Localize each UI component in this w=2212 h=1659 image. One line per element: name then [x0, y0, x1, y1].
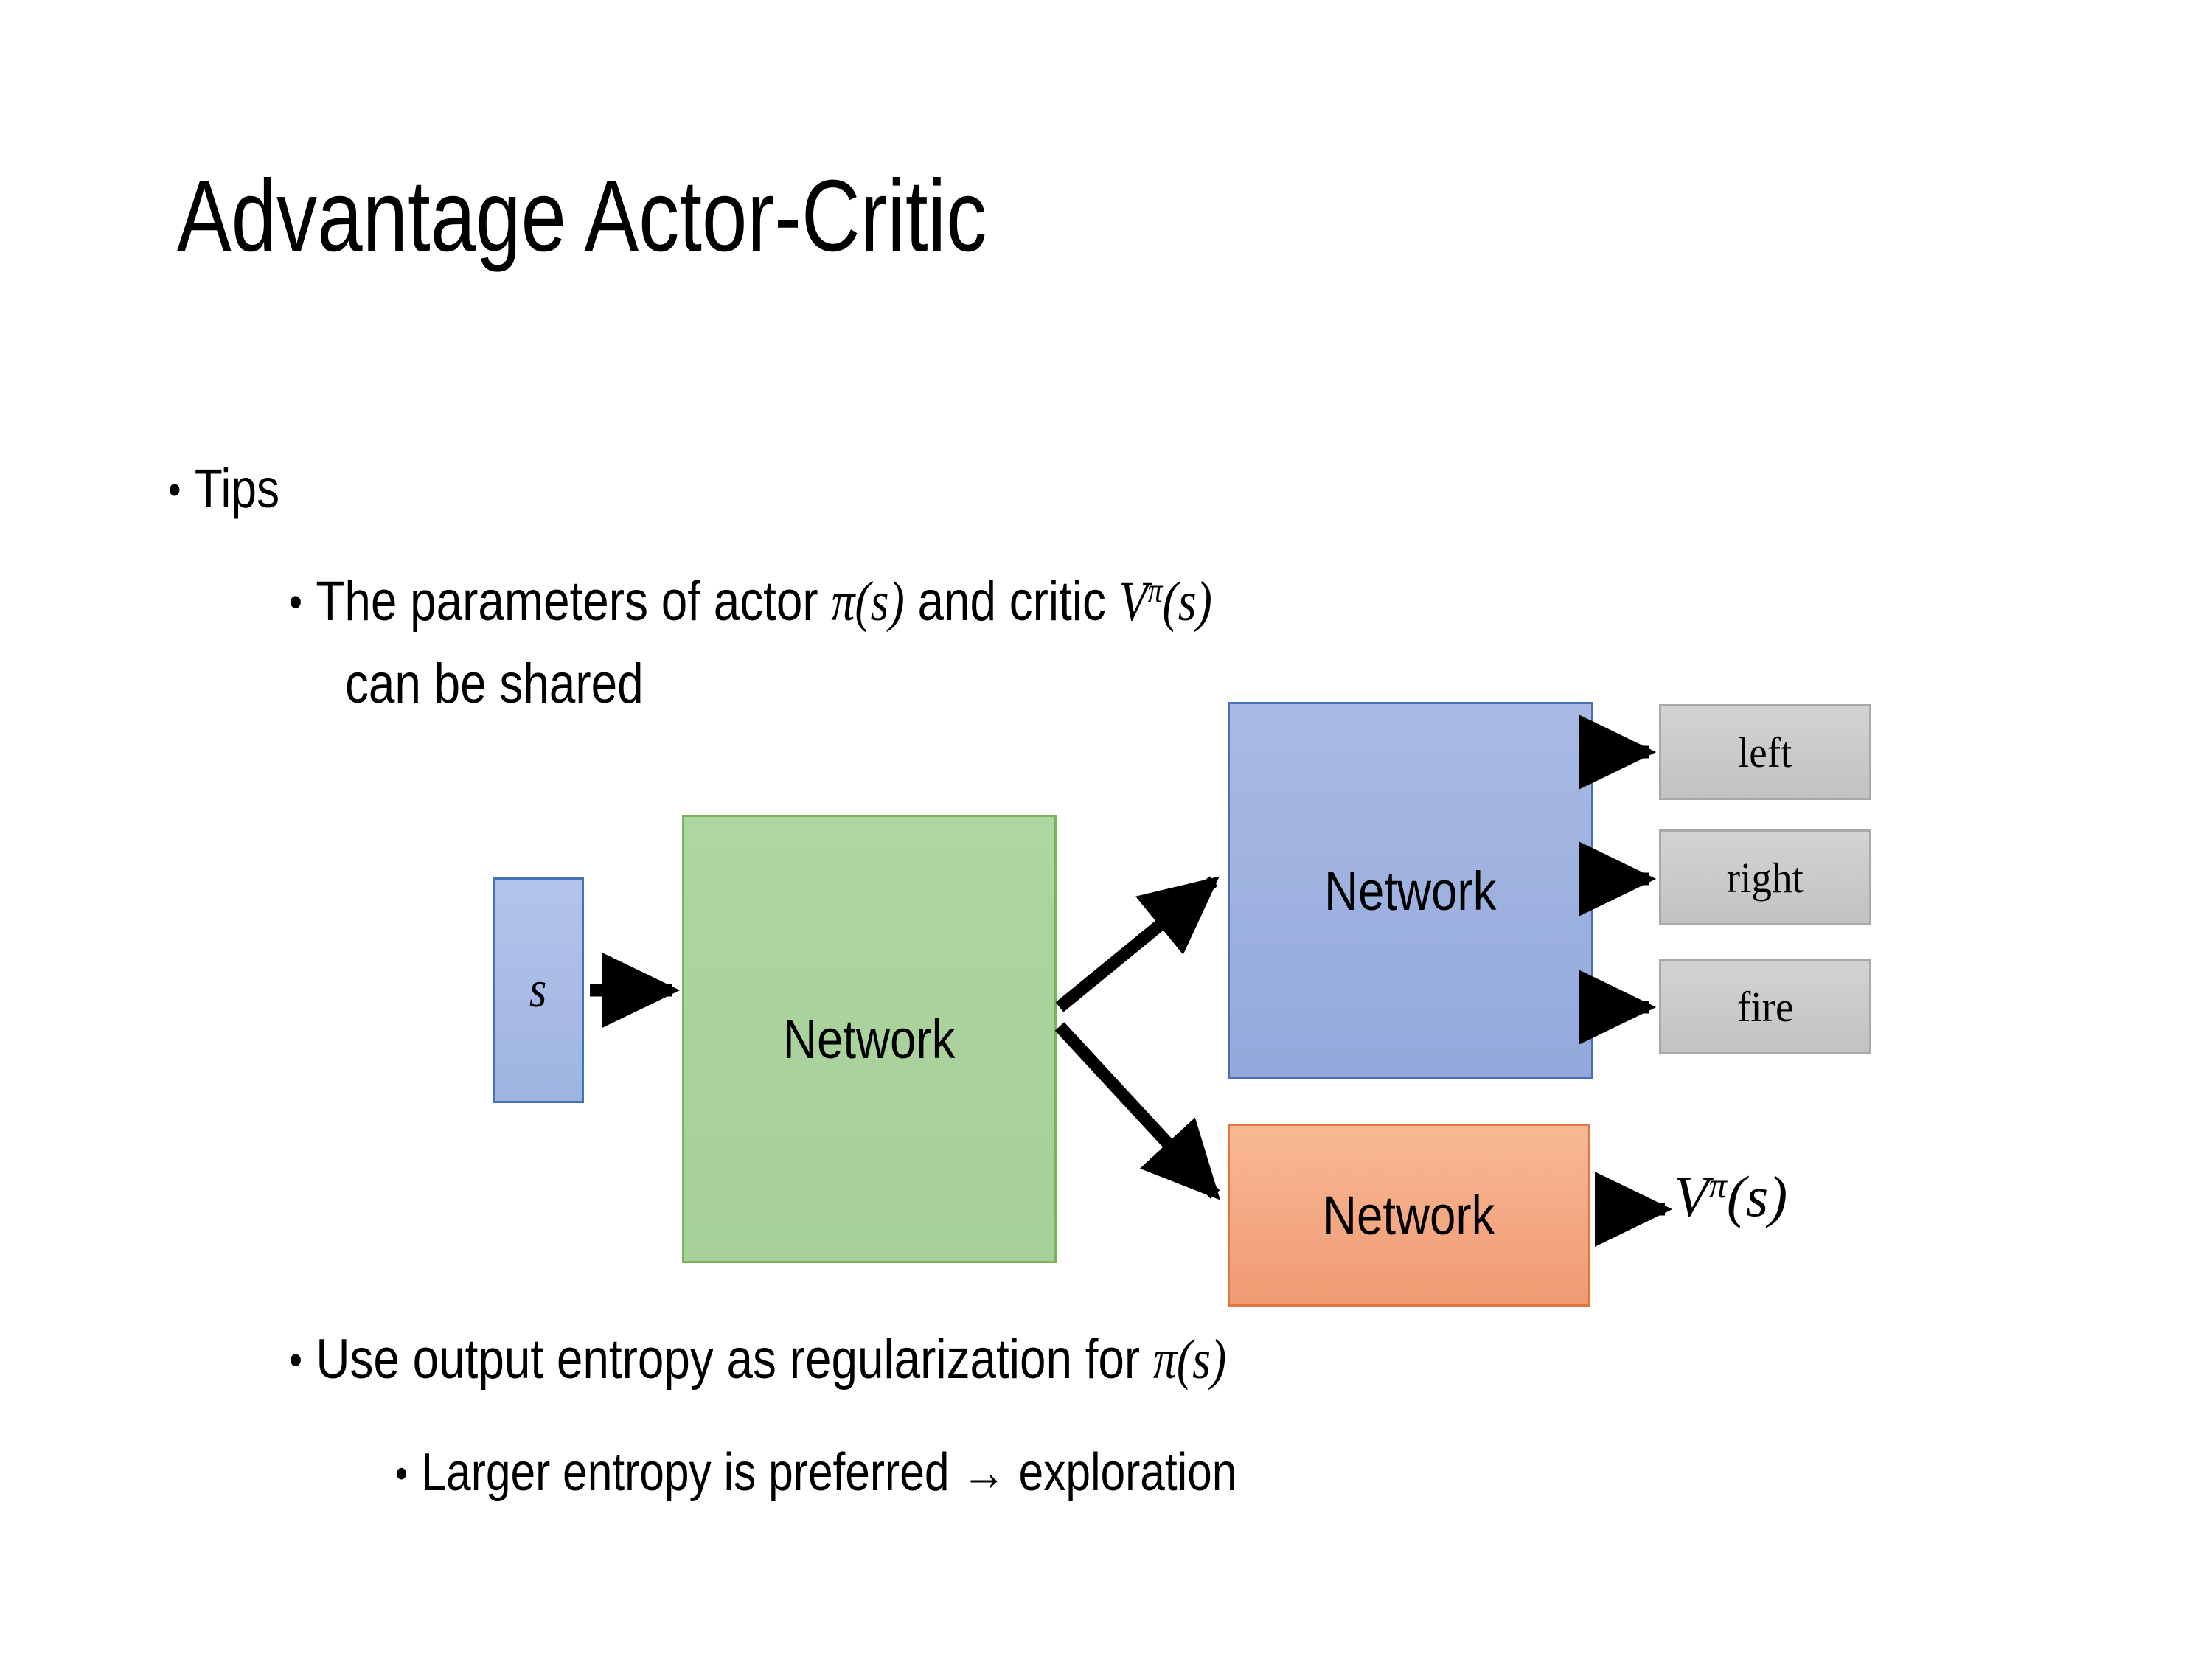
value-output-v: V [1674, 1164, 1709, 1228]
math-actor-pi-s: π(s) [831, 571, 905, 633]
actor-network-label: Network [1324, 860, 1497, 922]
bullet-entropy-prefix: Use output entropy as regularization for [316, 1328, 1153, 1391]
bullet-marker [289, 1328, 316, 1391]
bullet-shared-parameters-middle: and critic [904, 570, 1119, 633]
math-critic-v: V [1119, 571, 1148, 633]
arrow-shared-to-actor [1055, 876, 1220, 1012]
action-output-left: left [1659, 704, 1871, 800]
action-output-left-label: left [1738, 728, 1792, 776]
critic-network-label: Network [1323, 1184, 1495, 1246]
critic-network-box: Network [1228, 1124, 1590, 1307]
state-input-box: s [493, 877, 584, 1103]
value-output-superscript-pi: π [1708, 1166, 1727, 1206]
bullet-marker [289, 570, 316, 633]
action-output-fire-label: fire [1736, 982, 1794, 1031]
bullet-shared-parameters-line1: The parameters of actor π(s) and critic … [289, 569, 1212, 634]
math-critic-superscript-pi: π [1147, 571, 1163, 611]
bullet-entropy-regularization: Use output entropy as regularization for… [289, 1327, 1226, 1392]
bullet-shared-parameters-prefix: The parameters of actor [316, 570, 832, 633]
action-output-right: right [1659, 830, 1871, 925]
shared-network-label: Network [783, 1008, 956, 1070]
shared-network-box: Network [682, 815, 1057, 1263]
action-output-right-label: right [1726, 853, 1804, 902]
action-output-fire: fire [1659, 959, 1871, 1054]
math-entropy-pi-s: π(s) [1152, 1329, 1227, 1391]
page-title: Advantage Actor-Critic [177, 159, 987, 273]
value-output-argument: (s) [1726, 1164, 1788, 1228]
bullet-larger-entropy-exploration: Larger entropy is preferred → exploratio… [395, 1442, 1237, 1503]
state-input-label: s [529, 961, 547, 1018]
bullet-tips: Tips [168, 457, 279, 520]
bullet-shared-parameters-line2: can be shared [345, 653, 644, 715]
math-critic-argument: (s) [1162, 571, 1212, 633]
actor-network-box: Network [1228, 702, 1593, 1079]
value-output-label: Vπ(s) [1674, 1164, 1787, 1230]
arrow-shared-to-critic [1054, 1022, 1220, 1200]
